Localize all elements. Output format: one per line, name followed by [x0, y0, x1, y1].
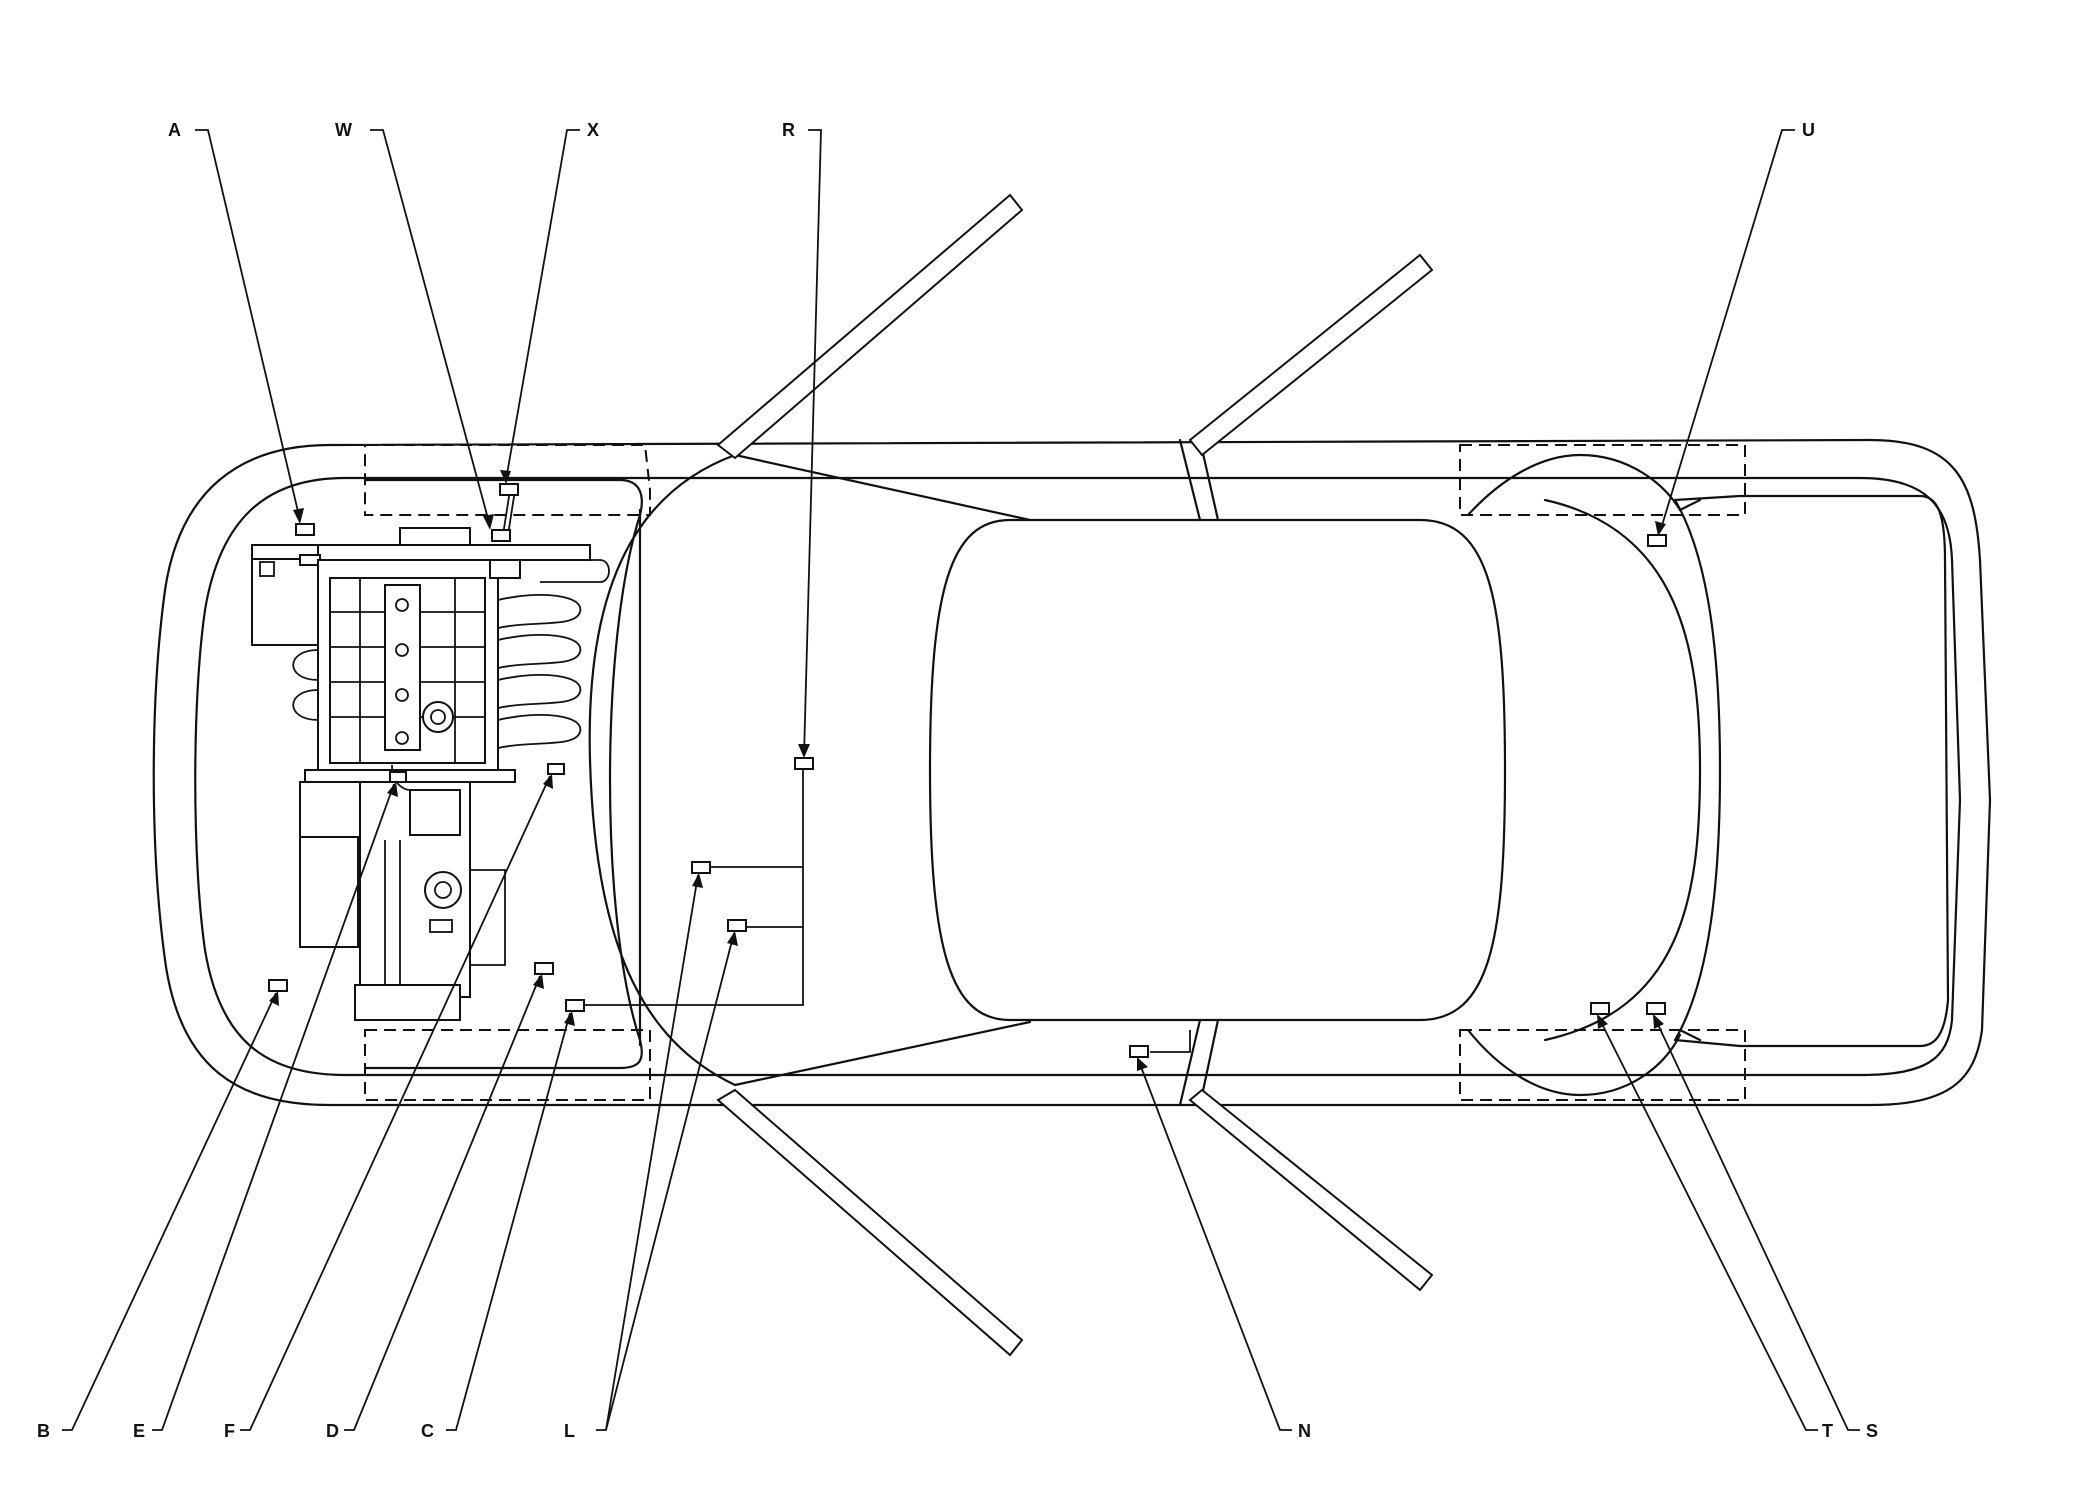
car-body-outline	[152, 438, 1992, 1107]
label-E: E	[133, 1421, 145, 1441]
label-W: W	[335, 120, 352, 140]
connector-X	[499, 483, 519, 496]
label-S: S	[1866, 1421, 1878, 1441]
connector-A	[295, 523, 315, 536]
label-X: X	[587, 120, 599, 140]
connector-D	[534, 962, 554, 975]
connector-B	[268, 979, 288, 992]
label-B: B	[37, 1421, 50, 1441]
label-C: C	[421, 1421, 434, 1441]
connector-T	[1590, 1002, 1610, 1015]
rear-trunk	[1543, 494, 1950, 1048]
connector-U	[1647, 534, 1667, 547]
wheel-wells	[364, 444, 1746, 1101]
label-F: F	[224, 1421, 235, 1441]
connectors	[268, 483, 1667, 1058]
open-doors	[716, 193, 1434, 1357]
connector-N	[1129, 1045, 1149, 1058]
leader-lines	[62, 129, 1860, 1431]
label-N: N	[1298, 1421, 1311, 1441]
engine-assembly	[251, 527, 610, 1021]
label-T: T	[1822, 1421, 1833, 1441]
label-D: D	[326, 1421, 339, 1441]
connector-E	[389, 771, 407, 783]
label-L: L	[564, 1421, 575, 1441]
connector-R	[794, 757, 814, 770]
label-A: A	[168, 120, 181, 140]
wiring-harness-lines	[502, 489, 1191, 1053]
callout-labels: A W X R U B E F D C L N T S	[37, 120, 1878, 1441]
connector-L2	[727, 919, 747, 932]
label-R: R	[782, 120, 795, 140]
engine-compartment	[363, 453, 737, 1087]
connector-S	[1646, 1002, 1666, 1015]
connector-L1	[691, 861, 711, 874]
connector-C	[565, 999, 585, 1012]
connector-F	[547, 763, 565, 775]
cabin	[733, 438, 1507, 1107]
connector-W	[491, 529, 511, 542]
label-U: U	[1802, 120, 1815, 140]
